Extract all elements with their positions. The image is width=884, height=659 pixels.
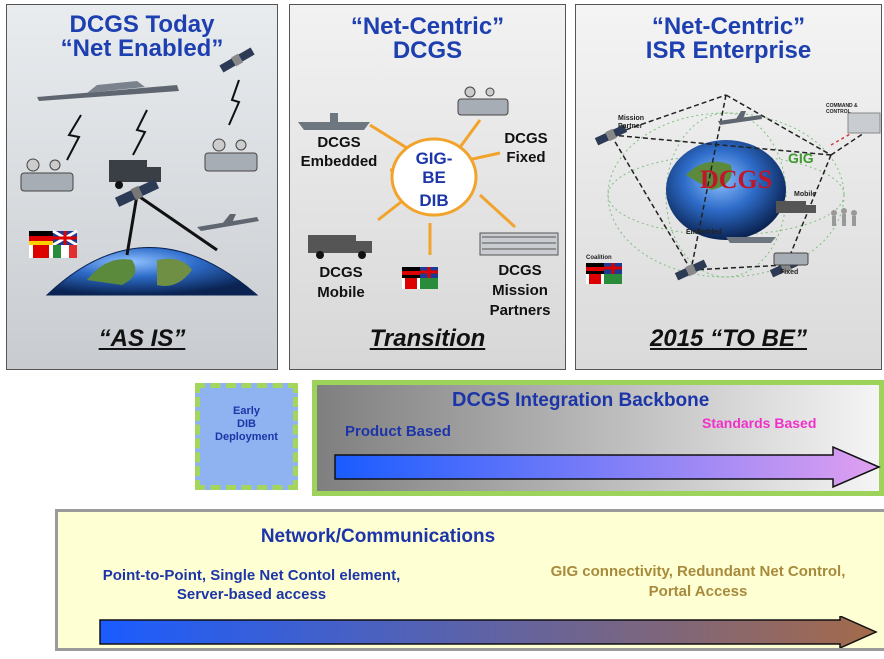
ground-station-icon — [20, 158, 74, 192]
panel-footer: “AS IS” — [98, 325, 186, 352]
network-right-line1: GIG connectivity, Redundant Net Control, — [550, 563, 846, 580]
flags-icon — [29, 229, 78, 258]
ground-station-icon — [457, 86, 509, 116]
panel-title-line1: “Net-Centric” — [651, 13, 806, 40]
label-mobile: Mobile — [794, 191, 817, 198]
panel-isr-enterprise: “Net-Centric” ISR Enterprise — [575, 4, 882, 370]
node-label-mobile-line2: Mobile — [317, 284, 365, 301]
network-left-line2: Server-based access — [176, 586, 327, 603]
center-label-dcgs: DCGS — [700, 165, 773, 194]
panel-title-line1: “Net-Centric” — [350, 13, 505, 40]
ship-icon — [726, 237, 776, 243]
panel-footer: Transition — [369, 325, 486, 352]
satellite-icon — [219, 47, 255, 73]
aircraft-icon — [718, 111, 762, 125]
network-communications-box: Network/Communications Point-to-Point, S… — [55, 509, 884, 651]
panel-title-line2: “Net Enabled” — [60, 35, 224, 62]
globe-icon — [666, 140, 786, 240]
backbone-arrow-icon — [334, 445, 881, 489]
aircraft-icon — [197, 214, 259, 231]
backbone-title: DCGS Integration Backbone — [452, 389, 709, 412]
truck-icon — [776, 201, 816, 213]
flags-icon — [402, 267, 438, 289]
network-arrow-icon — [99, 616, 878, 648]
panel-3-illustration — [586, 94, 881, 284]
node-label-partners-line1: DCGS — [498, 262, 542, 279]
panel-title-line2: DCGS — [392, 37, 463, 64]
ground-station-icon — [773, 252, 809, 266]
backbone-title-suffix: Integration Backbone — [515, 390, 710, 411]
panel-net-centric-dcgs: “Net-Centric” DCGS — [289, 4, 566, 370]
panel-title-line2: ISR Enterprise — [645, 37, 812, 64]
label-gig: GIG — [788, 150, 814, 166]
satellite-icon — [594, 124, 628, 146]
panel-title-line1: DCGS Today — [69, 11, 215, 38]
node-label-fixed-line2: Fixed — [506, 149, 546, 166]
node-label-mobile-line1: DCGS — [319, 264, 363, 281]
early-dib-deployment-box: Early DIB Deployment — [195, 383, 298, 490]
node-label-partners-line2: Mission — [492, 282, 548, 299]
label-embedded: Embedded — [686, 229, 722, 236]
label-mission-partner: Mission Partner — [618, 115, 645, 130]
satellite-icon — [674, 259, 708, 281]
flags-icon — [586, 263, 622, 284]
building-icon — [479, 232, 559, 256]
panel-dcgs-today: DCGS Today “Net Enabled” — [6, 4, 278, 370]
early-dib-line2: DIB — [237, 418, 256, 430]
panel-footer: 2015 “TO BE” — [650, 325, 807, 352]
early-dib-label: Early DIB Deployment — [200, 405, 293, 444]
panel-1-illustration — [20, 47, 259, 296]
globe-icon — [45, 247, 259, 296]
hub-label-gig-be: GIG-BE — [415, 149, 453, 187]
standards-based-label: Standards Based — [702, 415, 817, 431]
panel-2-illustration — [298, 86, 559, 289]
integration-backbone-box: DCGS Integration Backbone Product Based … — [312, 380, 884, 496]
network-title: Network/Communications — [260, 526, 496, 547]
ship-icon — [298, 113, 370, 130]
node-label-fixed-line1: DCGS — [504, 130, 548, 147]
satellite-icon — [114, 179, 160, 207]
early-dib-line1: Early — [233, 405, 260, 417]
early-dib-line3: Deployment — [215, 431, 278, 443]
truck-icon — [109, 160, 161, 189]
product-based-label: Product Based — [345, 423, 451, 440]
network-left-text: Point-to-Point, Single Net Contol elemen… — [64, 566, 439, 604]
hub-label-dib: DIB — [419, 191, 449, 210]
label-coalition: Coalition — [586, 255, 612, 261]
label-command-control: COMMAND & CONTROL — [826, 103, 858, 115]
hub-ellipse — [390, 137, 478, 217]
label-fixed: Fixed — [780, 269, 799, 276]
network-left-line1: Point-to-Point, Single Net Contol elemen… — [102, 567, 401, 584]
node-label-embedded: DCGS Embedded — [300, 134, 378, 170]
people-icon — [831, 208, 857, 226]
truck-icon — [308, 235, 372, 259]
network-right-line2: Portal Access — [648, 583, 748, 600]
network-right-text: GIG connectivity, Redundant Net Control,… — [508, 562, 884, 602]
node-label-partners-line3: Partners — [489, 302, 551, 319]
ground-station-icon — [204, 138, 258, 172]
uav-icon — [37, 81, 179, 101]
building-icon — [847, 112, 881, 134]
backbone-title-prefix: DCGS — [452, 389, 510, 411]
